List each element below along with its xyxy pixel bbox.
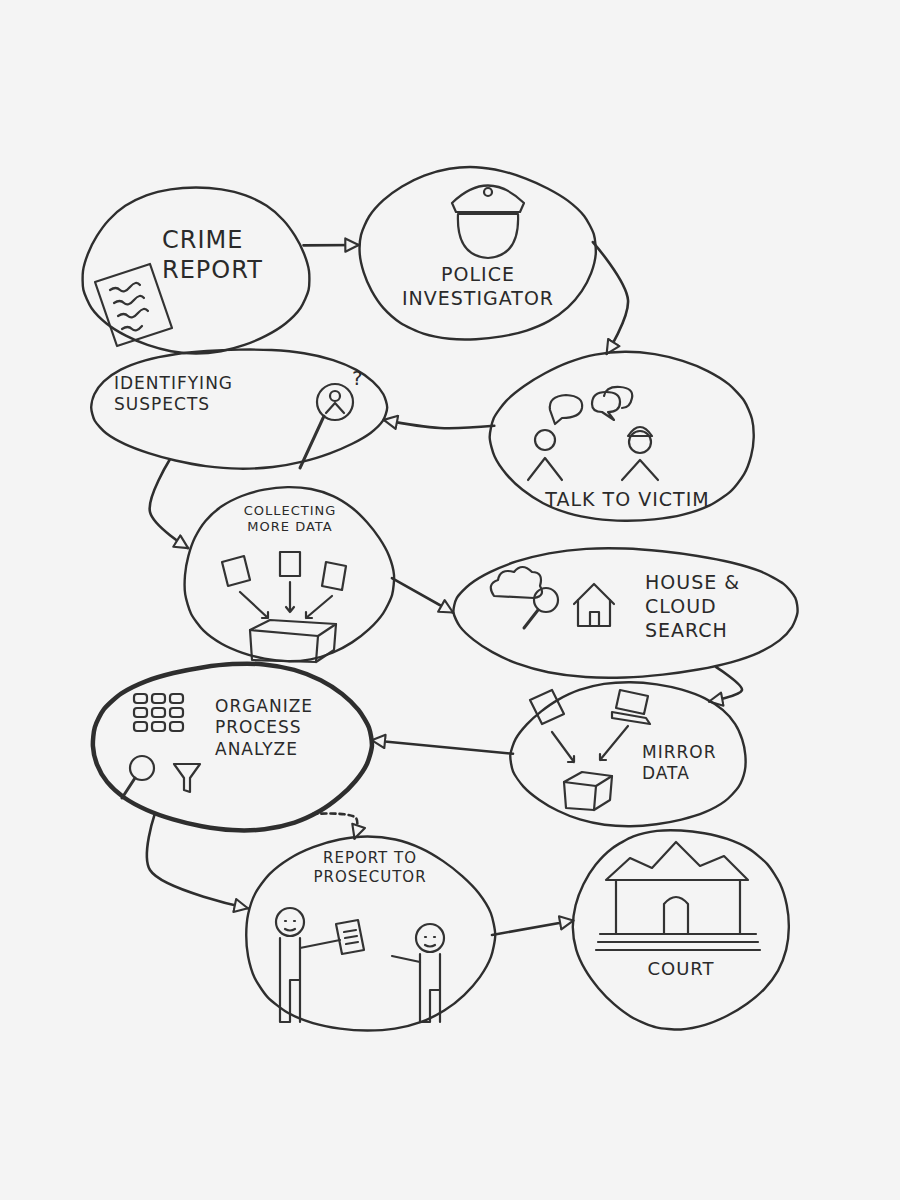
bubble-outline	[355, 165, 597, 343]
flow-arrow	[150, 460, 188, 548]
bubble-outline	[83, 188, 310, 354]
node-label: REPORT TO PROSECUTOR	[295, 849, 445, 887]
node-label: TALK TO VICTIM	[520, 488, 735, 512]
node-label: IDENTIFYING SUSPECTS	[114, 373, 274, 416]
bubble-outline	[93, 664, 372, 830]
bubble-text: ORGANIZE PROCESS ANALYZE	[215, 696, 345, 760]
analysis-icon	[122, 694, 200, 798]
process-bubble: POLICE INVESTIGATOR	[355, 165, 597, 343]
bubble-text: POLICE INVESTIGATOR	[388, 263, 568, 311]
flow-arrow	[372, 740, 513, 754]
bubble-outline	[450, 545, 800, 680]
police-icon	[452, 186, 524, 259]
flow-arrow	[492, 921, 573, 935]
bubble-outline	[570, 825, 792, 1030]
node-label: MIRROR DATA	[642, 742, 737, 785]
bubble-text: HOUSE & CLOUD SEARCH	[645, 571, 770, 642]
bubble-outline	[490, 352, 754, 521]
process-bubble: CRIME REPORT	[80, 185, 312, 357]
flow-arrow	[593, 242, 628, 354]
node-label: POLICE INVESTIGATOR	[388, 263, 568, 311]
bubble-outline	[573, 830, 789, 1029]
courthouse-icon	[596, 842, 760, 950]
node-label: HOUSE & CLOUD SEARCH	[645, 571, 770, 642]
bubble-text: IDENTIFYING SUSPECTS	[114, 373, 274, 416]
bubble-text: REPORT TO PROSECUTOR	[295, 849, 445, 887]
bubble-outline	[246, 837, 495, 1031]
bubble-outline	[185, 487, 394, 661]
bubble-outline	[360, 167, 596, 339]
flow-arrow	[303, 244, 358, 247]
bubble-text: CRIME REPORT	[162, 225, 282, 285]
bubble-outline	[91, 350, 387, 469]
process-bubble: HOUSE & CLOUD SEARCH	[450, 545, 800, 680]
process-bubble: IDENTIFYING SUSPECTS	[88, 345, 390, 470]
process-bubble: COURT	[570, 825, 792, 1030]
flow-arrow	[709, 667, 742, 701]
node-label: ORGANIZE PROCESS ANALYZE	[215, 696, 345, 760]
bubble-text: COLLECTING MORE DATA	[230, 503, 350, 536]
flow-arrow	[384, 420, 495, 428]
process-bubble: TALK TO VICTIM	[490, 350, 760, 525]
bubble-text: MIRROR DATA	[642, 742, 737, 785]
process-bubble: MIRROR DATA	[510, 680, 751, 830]
icon-mark: ?	[352, 366, 363, 390]
process-bubble: ORGANIZE PROCESS ANALYZE	[90, 660, 375, 832]
search-icon	[491, 567, 614, 628]
process-bubble: COLLECTING MORE DATA	[180, 485, 395, 665]
process-bubble: REPORT TO PROSECUTOR	[240, 835, 495, 1035]
mirror-icon	[530, 690, 650, 810]
people-icon	[276, 908, 444, 1022]
node-label: CRIME REPORT	[162, 225, 282, 285]
document-icon	[95, 264, 172, 346]
bubble-outline	[453, 548, 797, 677]
bubble-text: TALK TO VICTIM	[520, 488, 735, 512]
bubble-text: COURT	[611, 958, 751, 981]
flow-arrow	[392, 578, 453, 612]
conversation-icon	[528, 387, 658, 480]
bubble-outline	[510, 682, 745, 826]
node-label: COURT	[611, 958, 751, 981]
data-collection-icon	[222, 552, 346, 662]
flow-arrow	[313, 814, 358, 839]
node-label: COLLECTING MORE DATA	[230, 503, 350, 536]
